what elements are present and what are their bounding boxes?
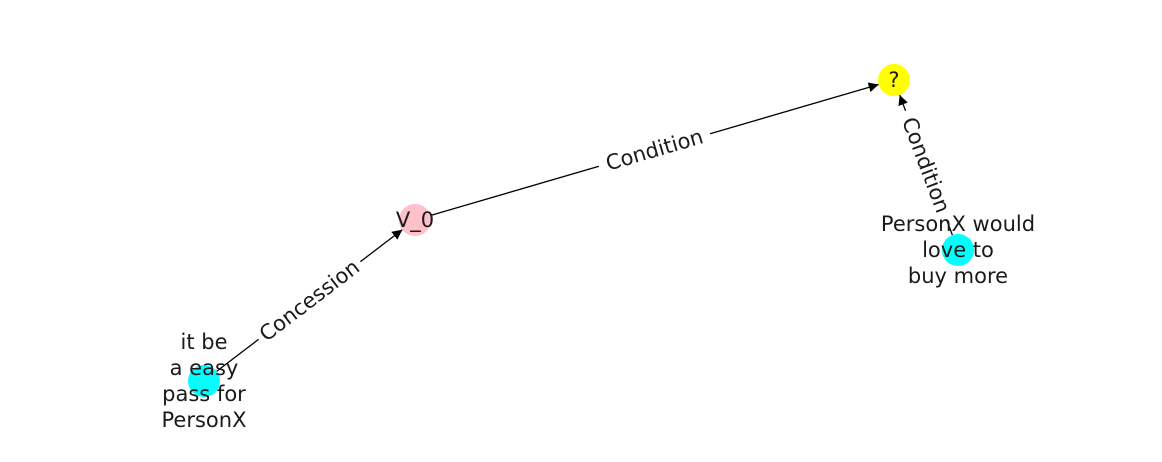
node-label-line: ? xyxy=(888,68,899,92)
edge-label-e_concession: Concession xyxy=(255,255,364,346)
node-n_q[interactable] xyxy=(878,64,910,96)
edge-label-background xyxy=(892,105,960,225)
node-n_buy[interactable] xyxy=(942,234,974,266)
edge-label-group: Concession xyxy=(250,250,369,351)
edge-label-group: Condition xyxy=(594,120,715,180)
node-label-line: V_0 xyxy=(396,208,434,233)
node-label-line: PersonX would xyxy=(881,212,1035,236)
node-label-line: pass for xyxy=(162,382,246,406)
node-label-line: a easy xyxy=(170,356,239,380)
edge-label-background xyxy=(594,120,715,180)
edge-label-background xyxy=(250,250,369,351)
node-label-line: buy more xyxy=(908,264,1008,288)
nodes-layer xyxy=(188,64,974,397)
edge-label-group: Condition xyxy=(892,105,960,225)
node-label-line: love to xyxy=(922,238,994,262)
node-label-line: PersonX xyxy=(162,408,247,432)
node-n_easy[interactable] xyxy=(188,365,220,397)
node-n_v0[interactable] xyxy=(399,204,431,236)
edge-label-e_cond_v0: Condition xyxy=(603,124,706,175)
node-label-n_q: ? xyxy=(888,68,899,92)
edges-layer xyxy=(216,82,953,372)
node-label-n_v0: V_0 xyxy=(396,208,434,233)
node-label-line: it be xyxy=(181,330,228,354)
